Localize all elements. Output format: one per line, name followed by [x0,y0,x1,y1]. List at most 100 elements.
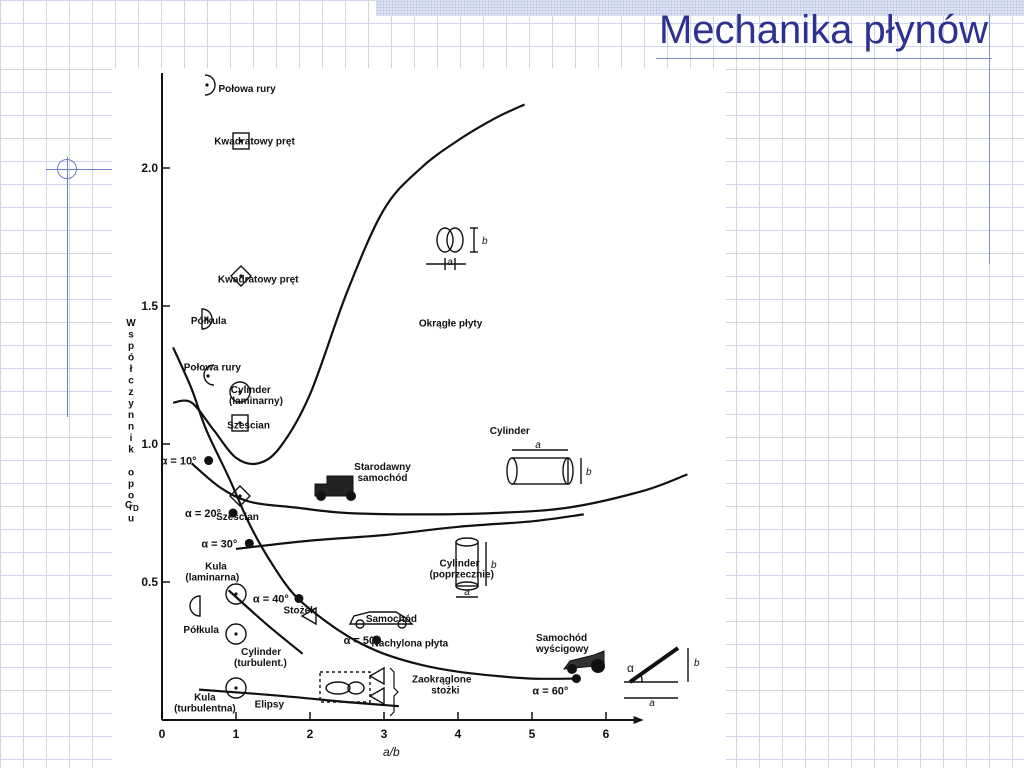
y-axis-symbol-subscript: D [133,504,139,513]
annotation-label: Cylinder [490,426,530,437]
angle-point [244,538,254,548]
curve-line [227,589,304,655]
cylinder-transverse-icon: ba [455,537,497,598]
dim-label-b: b [694,658,700,669]
dim-label-b: b [482,236,488,247]
y-axis-title-letter: u [128,514,134,525]
annotation-label: samochód [358,473,408,484]
angle-point [294,594,304,604]
ellipse-bodies-icon [319,671,371,703]
curve-line [190,462,688,516]
y-axis-title-letter: c [128,376,134,387]
y-axis-title-letter: p [128,479,134,490]
angle-point [204,456,214,466]
annotation-label: (poprzecznie) [429,570,493,581]
angle-symbol-alpha: α [627,661,634,675]
x-tick-label: 0 [159,727,166,741]
angle-point [228,508,238,518]
y-axis-title-letter: W [126,318,136,329]
cube-diagonal-icon [229,485,251,507]
dim-label-a: a [447,257,453,268]
y-axis-title-letter: z [129,387,134,398]
sedan-car-icon [348,611,414,629]
rounded-cones-icon [368,666,399,717]
y-axis-title-letter: y [128,399,134,410]
dim-label-a: a [464,587,470,598]
annotation-label: wyścigowy [535,644,589,655]
sphere-turbulent-icon [225,677,247,699]
hemisphere-icon [201,308,213,330]
annotation-label: Starodawny [354,462,411,473]
dim-label-a: a [535,440,541,451]
dim-label-a: a [649,698,655,709]
y-tick-label: 1.5 [141,299,158,313]
circular-plates-icon: ab [426,227,488,270]
annotation-label: Połowa rury [184,363,242,374]
x-tick-label: 6 [603,727,610,741]
annotation-label: Kula [205,561,227,572]
annotation-label: Stożek [284,606,317,617]
half-pipe-icon [204,74,216,96]
dim-label-b: b [491,560,497,571]
y-axis-title-letter: o [128,468,134,479]
annotation-label: Nachylona płyta [372,639,449,650]
cylinder-laminar-icon [229,381,251,403]
hemisphere-small-icon [189,595,201,617]
annotation-label: Kula [194,693,216,704]
inclined-plate-icon: α b a [624,646,700,709]
annotation-label: Elipsy [255,699,285,710]
y-axis-title-letter: ł [130,364,133,375]
crosshair-decor-ring [57,159,77,179]
chart-curves [172,103,688,708]
curve-line [172,103,526,466]
y-axis-title-letter: p [128,341,134,352]
title-decor-band [376,0,1024,16]
annotation-label: Kwadratowy pręt [218,274,299,285]
annotation-label: Połowa rury [218,84,276,95]
y-axis-title-letter: s [128,330,134,341]
y-axis-title-letter: k [128,445,134,456]
annotation-label: Półkula [183,625,219,636]
old-car-icon [314,475,356,501]
curve-line [172,346,577,680]
annotation-label: (turbulent.) [234,658,287,669]
dim-label-b: b [586,467,592,478]
angle-point-label: α = 10° [161,456,197,468]
y-axis-title-letter: n [128,422,134,433]
x-tick-label: 2 [307,727,314,741]
race-car-icon [562,650,605,674]
annotation-label: Cylinder [439,559,479,570]
y-axis-title-letter: r [129,502,133,513]
x-axis-arrow [633,716,644,724]
y-tick-label: 1.0 [141,437,158,451]
annotation-label: Cylinder [241,647,281,658]
cylinder-axial-icon: ab [506,440,592,485]
x-axis-title: a/b [383,745,400,759]
y-axis-title-letter: o [128,491,134,502]
crosshair-decor-horizontal [46,169,112,170]
y-axis-title-letter: ó [128,353,134,364]
angle-points: α = 10°α = 20°α = 30°α = 40°α = 50°α = 6… [161,456,581,698]
annotation-label: Sześcian [216,512,259,523]
curve-line [235,513,584,550]
y-axis-title-letter: i [130,433,133,444]
cube-icon [231,414,249,432]
x-tick-label: 1 [233,727,240,741]
annotation-label: (laminarny) [229,396,283,407]
angle-point-label: α = 40° [253,594,289,606]
annotation-label: stożki [431,686,460,697]
cone-icon [300,606,317,626]
x-tick-label: 3 [381,727,388,741]
annotation-label: Sześcian [227,421,270,432]
cylinder-turbulent-icon [225,623,247,645]
angle-point-label: α = 60° [532,686,568,698]
x-tick-label: 4 [455,727,462,741]
y-axis-title-letter: n [128,410,134,421]
angle-point-label: α = 20° [185,508,221,520]
curve-line [198,688,399,708]
sphere-laminar-icon [225,583,247,605]
